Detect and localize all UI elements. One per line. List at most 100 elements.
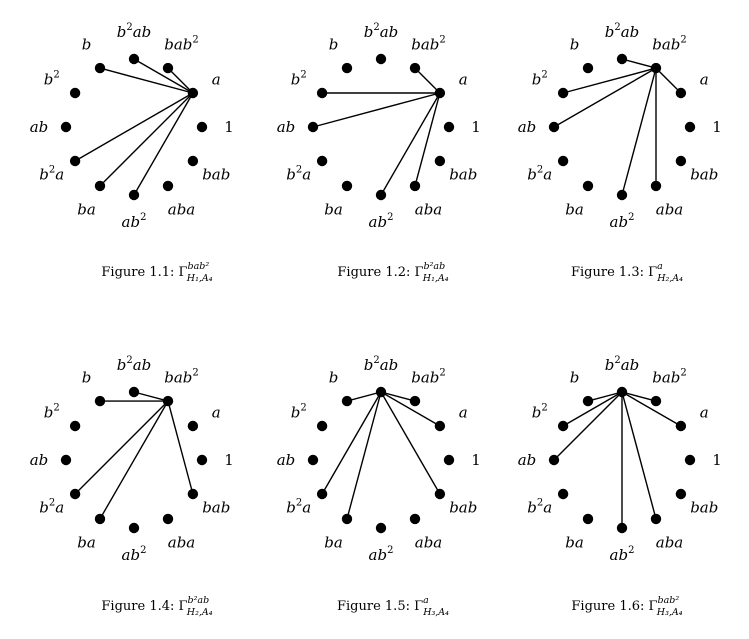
vertex-bab: [434, 488, 446, 500]
vertex-ba: [341, 513, 353, 525]
vertex-label-b2ab: b2ab: [117, 355, 152, 374]
vertex-label-aba: aba: [415, 200, 443, 218]
edge-a-ab2: [380, 92, 441, 196]
vertex-bab2: [162, 62, 174, 74]
vertex-label-ab2: ab2: [610, 545, 635, 564]
vertex-b2a: [69, 488, 81, 500]
vertex-label-bab2: bab2: [411, 368, 446, 387]
edge-a-b2ab: [133, 58, 194, 94]
edge-a-b: [99, 67, 194, 94]
vertex-label-b2ab: b2ab: [117, 22, 152, 41]
vertex-label-b2: b2: [532, 70, 548, 89]
vertex-b2ab: [128, 386, 140, 398]
vertex-b: [94, 395, 106, 407]
vertex-ba: [582, 180, 594, 192]
vertex-ab: [548, 454, 560, 466]
vertex-label-b2ab: b2ab: [605, 22, 640, 41]
vertex-label-b2: b2: [44, 403, 60, 422]
vertex-ab2: [616, 522, 628, 534]
edge-b2ab-ab: [553, 391, 623, 461]
vertex-b2: [557, 420, 569, 432]
vertex-bab: [187, 488, 199, 500]
edge-bab2-a: [655, 67, 682, 94]
edge-b2ab-b2: [562, 391, 623, 427]
vertex-label-b2a: b2a: [286, 165, 311, 184]
vertex-b2a: [316, 155, 328, 167]
vertex-label-ab2: ab2: [369, 212, 394, 231]
vertex-b2: [557, 87, 569, 99]
vertex-label-b: b: [329, 36, 339, 54]
vertex-b2a: [557, 488, 569, 500]
vertex-label-bab: bab: [690, 166, 718, 184]
edge-b2ab-bab: [380, 391, 441, 495]
edge-b2ab-b: [587, 391, 623, 402]
edge-a-aba: [414, 92, 441, 187]
vertex-a: [675, 87, 687, 99]
vertex-1: [443, 454, 455, 466]
vertex-aba: [162, 513, 174, 525]
vertex-1: [443, 121, 455, 133]
edge-a-bab2: [167, 67, 194, 94]
vertex-aba: [650, 180, 662, 192]
vertex-b2a: [316, 488, 328, 500]
vertex-label-ba: ba: [324, 533, 343, 551]
edge-bab2-bab: [167, 400, 194, 495]
edge-a-b2a: [74, 92, 194, 162]
edge-b2ab-b: [346, 391, 382, 402]
edge-a-ab2: [133, 92, 194, 196]
edge-b2ab-ba: [346, 391, 382, 520]
vertex-label-a: a: [700, 71, 709, 89]
vertex-bab2: [409, 62, 421, 74]
vertex-label-1: 1: [224, 451, 234, 469]
vertex-label-ab2: ab2: [122, 212, 147, 231]
vertex-a: [675, 420, 687, 432]
vertex-ab2: [616, 189, 628, 201]
vertex-ba: [94, 180, 106, 192]
vertex-label-ba: ba: [565, 200, 584, 218]
vertex-label-a: a: [700, 404, 709, 422]
vertex-bab: [675, 155, 687, 167]
vertex-ab: [60, 454, 72, 466]
edge-bab2-ab: [553, 67, 657, 128]
vertex-bab: [675, 488, 687, 500]
vertex-label-ab: ab: [277, 451, 296, 469]
vertex-label-b2ab: b2ab: [605, 355, 640, 374]
vertex-b2: [316, 420, 328, 432]
vertex-1: [684, 121, 696, 133]
edge-bab2-b2ab: [133, 391, 169, 402]
vertex-label-b: b: [329, 369, 339, 387]
vertex-label-b: b: [570, 369, 580, 387]
vertex-label-b2a: b2a: [286, 498, 311, 517]
vertex-label-1: 1: [224, 118, 234, 136]
vertex-label-b2ab: b2ab: [364, 355, 399, 374]
vertex-ba: [582, 513, 594, 525]
vertex-a: [434, 87, 446, 99]
vertex-a: [434, 420, 446, 432]
edge-bab2-ba: [99, 400, 169, 520]
vertex-b: [341, 395, 353, 407]
vertex-ab: [307, 121, 319, 133]
vertex-bab2: [162, 395, 174, 407]
edge-b2ab-a: [621, 391, 682, 427]
vertex-b2ab: [616, 53, 628, 65]
vertex-ba: [94, 513, 106, 525]
vertex-label-aba: aba: [415, 533, 443, 551]
vertex-label-b2: b2: [291, 403, 307, 422]
vertex-label-ab: ab: [277, 118, 296, 136]
edge-bab2-ab2: [621, 67, 657, 196]
vertex-aba: [409, 180, 421, 192]
vertex-b2: [69, 87, 81, 99]
vertex-label-bab: bab: [449, 166, 477, 184]
vertex-label-1: 1: [712, 451, 722, 469]
edge-a-ab: [312, 92, 441, 128]
vertex-label-1: 1: [712, 118, 722, 136]
